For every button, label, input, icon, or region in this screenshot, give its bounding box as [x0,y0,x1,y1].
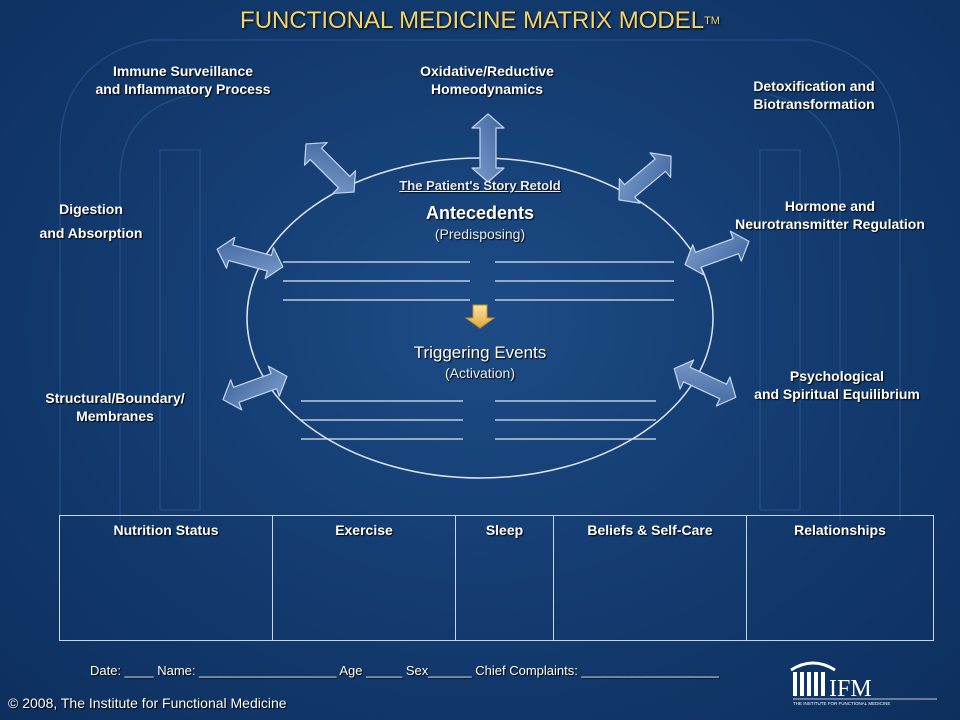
arrow-immune-icon [303,141,357,195]
factor-relationships: Relationships [746,515,934,641]
arrow-structural-icon [222,365,288,411]
patient-story-heading: The Patient's Story Retold [399,178,561,193]
node-structural: Structural/Boundary/Membranes [45,390,185,424]
triggering-events-heading: Triggering Events (Activation) [413,343,547,381]
factor-exercise: Exercise [272,515,456,641]
arrow-psychological-icon [673,359,737,407]
factor-nutrition-status: Nutrition Status [59,515,273,641]
antecedent-blank-lines [283,261,674,301]
patient-info-line: Date: ____ Name: ___________________ Age… [90,663,719,678]
antecedents-heading: Antecedents (Predisposing) [425,203,535,242]
page-title: FUNCTIONAL MEDICINE MATRIX MODELTM [240,7,720,34]
down-arrow-icon [464,304,496,329]
ifm-logo: IFM THE INSTITUTE FOR FUNCTIONAL MEDICIN… [790,661,937,706]
lifestyle-factors-table: Nutrition Status Exercise Sleep Beliefs … [59,515,934,641]
svg-text:THE INSTITUTE FOR FUNCTIONAL M: THE INSTITUTE FOR FUNCTIONAL MEDICINE [793,701,890,706]
triggering-blank-lines [301,400,656,440]
arrow-oxidative-icon [471,113,505,183]
copyright-notice: © 2008, The Institute for Functional Med… [8,695,287,711]
factor-sleep: Sleep [455,515,554,641]
svg-text:IFM: IFM [829,676,872,702]
arrow-digestion-icon [216,236,284,280]
factor-beliefs-self-care: Beliefs & Self-Care [553,515,747,641]
arrow-detox-icon [618,152,672,204]
arrow-hormone-icon [684,230,750,276]
